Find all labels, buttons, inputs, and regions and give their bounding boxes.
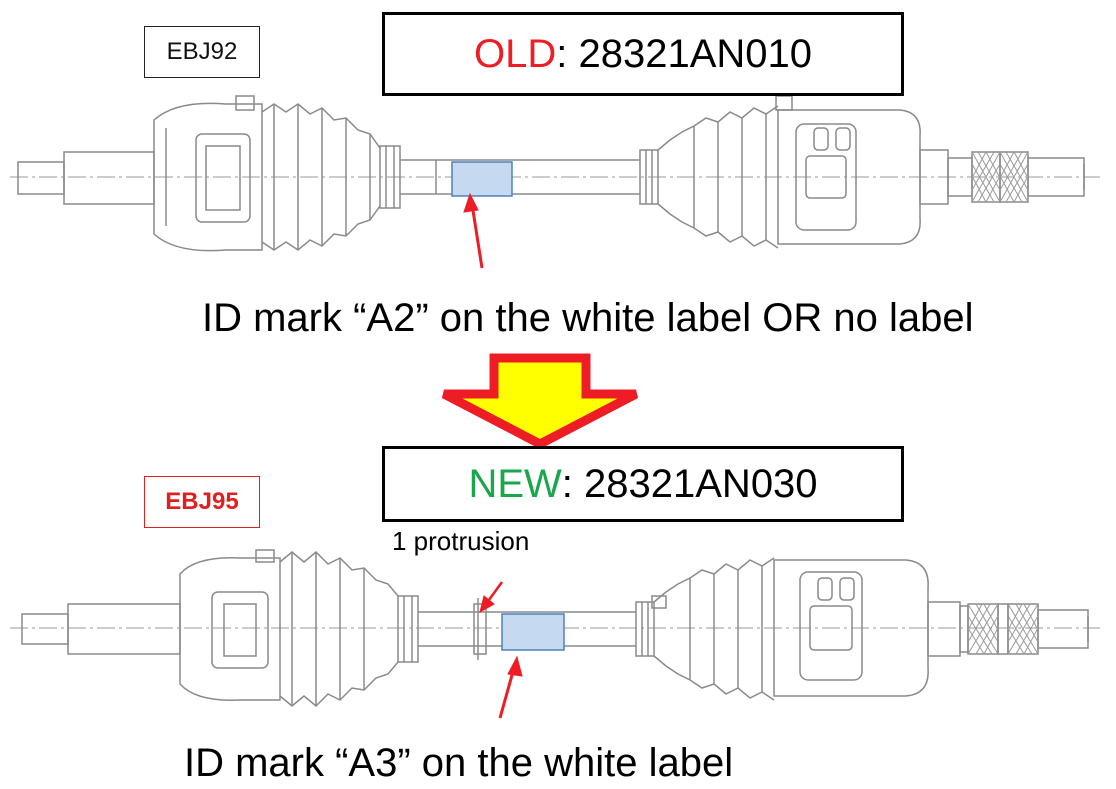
old-id-caption: ID mark “A2” on the white label OR no la… (202, 296, 974, 340)
pointer-arrow-icon (498, 655, 523, 719)
protrusion-note: 1 protrusion (392, 526, 530, 556)
new-label-patch (501, 613, 565, 651)
new-part-number: 28321AN030 (584, 461, 818, 506)
new-code-tag: EBJ95 (144, 476, 260, 528)
new-part-number-box: NEW: 28321AN030 (382, 446, 904, 522)
old-separator: : (556, 31, 568, 76)
old-part-number-box: OLD: 28321AN010 (382, 12, 904, 96)
old-code-tag: EBJ92 (144, 26, 260, 78)
new-status-label: NEW (468, 461, 562, 506)
new-id-caption: ID mark “A3” on the white label (184, 741, 734, 785)
old-label-patch (451, 161, 513, 197)
old-part-number: 28321AN010 (578, 31, 813, 76)
pointer-arrow-icon (479, 581, 504, 614)
pointer-arrow-icon (463, 192, 484, 269)
old-status-label: OLD (473, 31, 557, 76)
new-separator: : (561, 461, 573, 506)
